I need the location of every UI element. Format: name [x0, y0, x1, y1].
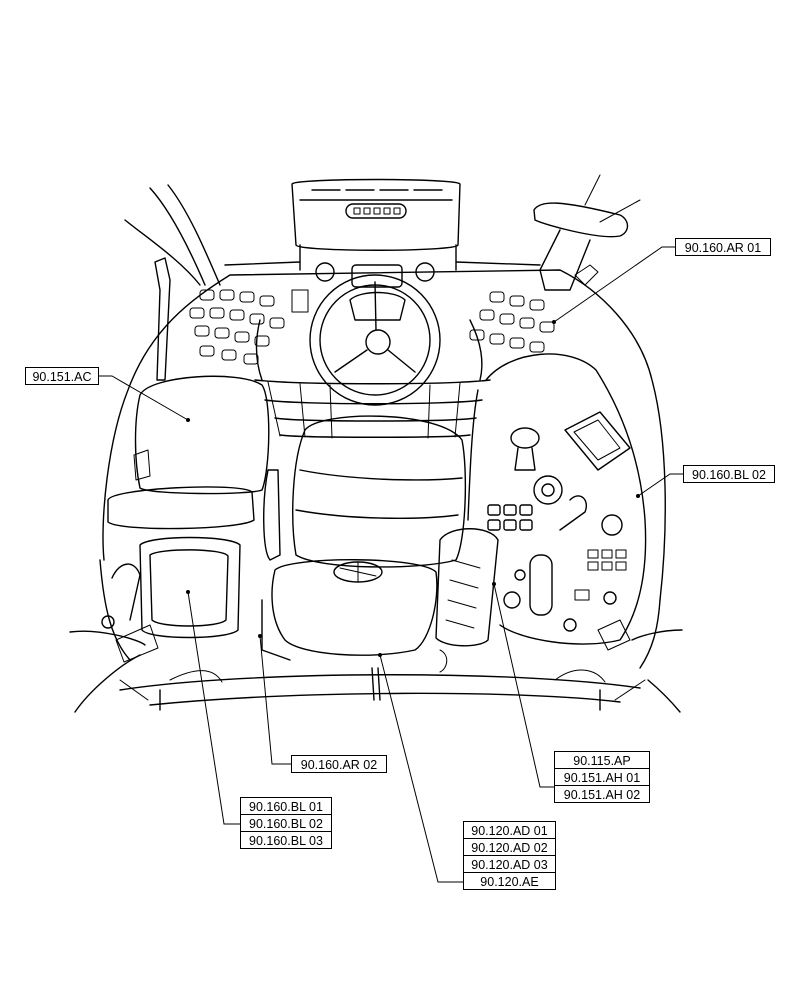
dashboard [224, 178, 541, 313]
callout-90-120-ad-03[interactable]: 90.120.AD 03 [463, 855, 556, 873]
callout-90-160-bl-02[interactable]: 90.160.BL 02 [240, 814, 332, 832]
callout-90-160-ar-01[interactable]: 90.160.AR 01 [675, 238, 771, 256]
steering-wheel [309, 274, 441, 406]
callout-90-115-ap[interactable]: 90.115.AP [554, 751, 650, 769]
floor-mat-pattern [189, 289, 555, 439]
callout-90-120-ad-02[interactable]: 90.120.AD 02 [463, 838, 556, 856]
callout-90-160-ar-02[interactable]: 90.160.AR 02 [291, 755, 387, 773]
callout-90-151-ah-02[interactable]: 90.151.AH 02 [554, 785, 650, 803]
callout-90-160-bl-01[interactable]: 90.160.BL 01 [240, 797, 332, 815]
left-passenger-seat [101, 375, 270, 663]
callout-group-right: 90.115.AP 90.151.AH 01 90.151.AH 02 [554, 751, 650, 803]
operator-seat [261, 415, 467, 701]
right-console [435, 353, 647, 651]
callout-90-120-ad-01[interactable]: 90.120.AD 01 [463, 821, 556, 839]
callout-group-left: 90.160.BL 01 90.160.BL 02 90.160.BL 03 [240, 797, 332, 849]
callout-90-120-ae[interactable]: 90.120.AE [463, 872, 556, 890]
callout-group-bottom: 90.120.AD 01 90.120.AD 02 90.120.AD 03 9… [463, 821, 556, 890]
callout-90-151-ac[interactable]: 90.151.AC [25, 367, 99, 385]
cab-outline [69, 174, 683, 713]
leader-lines [99, 246, 683, 883]
callout-90-160-bl-03[interactable]: 90.160.BL 03 [240, 831, 332, 849]
callout-90-151-ah-01[interactable]: 90.151.AH 01 [554, 768, 650, 786]
callout-90-160-bl-02-right[interactable]: 90.160.BL 02 [683, 465, 775, 483]
